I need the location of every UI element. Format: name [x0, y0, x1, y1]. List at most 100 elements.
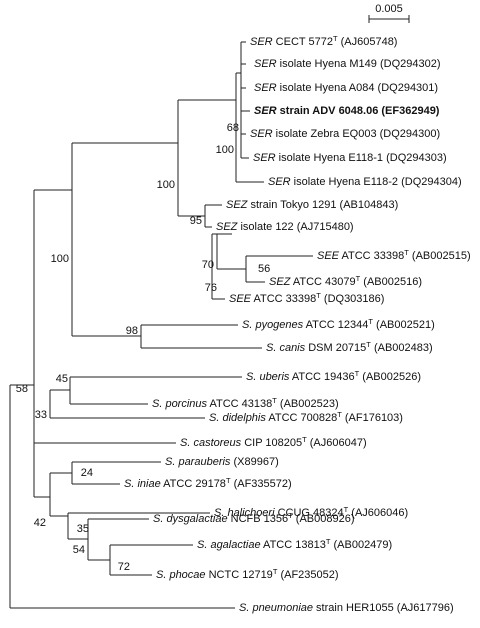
taxon-species: S. pneumoniae	[239, 602, 313, 614]
bootstrap-value: 100	[51, 253, 69, 265]
taxon-accession: (AB002483)	[371, 342, 433, 354]
taxon-species: SEZ	[226, 199, 249, 211]
taxon-species: S. halichoeri	[214, 507, 275, 519]
taxon-accession: (DQ294302)	[377, 58, 441, 70]
taxon-strain: NCFB 1356	[228, 513, 289, 525]
taxon-label: SER CECT 5772T (AJ605748)	[250, 34, 397, 48]
bootstrap-value: 42	[34, 517, 46, 529]
taxon-label: SER strain ADV 6048.06 (EF362949)	[254, 105, 440, 117]
taxon-strain: isolate Hyena E118-2	[291, 176, 398, 188]
taxon-strain: ATCC 43079	[290, 276, 355, 288]
type-strain-marker: T	[316, 291, 321, 300]
taxon-accession: (DQ294304)	[398, 176, 462, 188]
taxon-species: SER	[250, 36, 273, 48]
taxon-species: SER	[254, 58, 277, 70]
taxon-species: SER	[268, 176, 291, 188]
tree-branches	[9, 41, 313, 609]
taxon-accession: (AB002516)	[360, 276, 422, 288]
taxon-accession: (DQ294303)	[383, 152, 447, 164]
taxon-strain: ATCC 700828	[266, 412, 337, 424]
taxon-label: S. parauberis (X89967)	[165, 456, 279, 468]
taxon-strain: isolate 122	[237, 221, 293, 233]
type-strain-marker: T	[273, 567, 278, 576]
taxon-accession: (AF235052)	[277, 569, 338, 581]
taxon-strain: CIP 108205	[241, 437, 302, 449]
bootstrap-value: 76	[205, 282, 217, 294]
bootstrap-value: 100	[216, 144, 234, 156]
taxon-label: SEE ATCC 33398T (DQ303186)	[229, 291, 384, 305]
taxon-label: S. phocae NCTC 12719T (AF235052)	[156, 567, 339, 581]
taxon-strain: DSM 20715	[305, 342, 366, 354]
taxon-label: S. uberis ATCC 19436T (AB002526)	[246, 369, 421, 383]
taxon-label: S. didelphis ATCC 700828T (AF176103)	[209, 410, 403, 424]
taxon-strain: isolate Zebra EQ003	[273, 128, 377, 140]
taxon-strain: ATCC 33398	[339, 250, 404, 262]
taxon-species: S. agalactiae	[197, 539, 261, 551]
taxon-accession: (AF335572)	[231, 478, 292, 490]
taxon-strain: ATCC 43138	[207, 398, 272, 410]
taxon-accession: (EF362949)	[378, 105, 439, 117]
taxon-species: SEE	[229, 293, 252, 305]
taxon-accession: (AJ605748)	[338, 36, 398, 48]
type-strain-marker: T	[326, 537, 331, 546]
taxon-species: S. porcinus	[152, 398, 208, 410]
taxon-labels: SER CECT 5772T (AJ605748) SER isolate Hy…	[124, 34, 471, 614]
taxon-label: S. pyogenes ATCC 12344T (AB002521)	[242, 317, 435, 331]
taxon-label: SER isolate Hyena M149 (DQ294302)	[254, 58, 441, 70]
taxon-accession: (AJ606046)	[348, 507, 408, 519]
taxon-label: S. dysgalactiae NCFB 1356T (AB008926)	[153, 511, 355, 525]
bootstrap-value: 70	[202, 259, 214, 271]
taxon-accession: (AB002523)	[277, 398, 339, 410]
type-strain-marker: T	[226, 476, 231, 485]
bootstrap-value: 72	[118, 561, 130, 573]
taxon-strain: NCTC 12719	[206, 569, 273, 581]
type-strain-marker: T	[366, 340, 371, 349]
taxon-accession: (DQ294301)	[374, 82, 438, 94]
taxon-species: S. uberis	[246, 371, 290, 383]
taxon-accession: (AF176103)	[342, 412, 403, 424]
taxon-strain: ATCC 33398	[251, 293, 316, 305]
taxon-species: SEZ	[269, 276, 292, 288]
type-strain-marker: T	[333, 34, 338, 43]
taxon-species: SER	[250, 128, 273, 140]
taxon-label: S. iniae ATCC 29178T (AF335572)	[124, 476, 292, 490]
taxon-label: SEE ATCC 33398T (AB002515)	[317, 248, 471, 262]
taxon-accession: (AB002479)	[330, 539, 392, 551]
taxon-strain: ATCC 29178	[161, 478, 226, 490]
bootstrap-value: 95	[190, 215, 202, 227]
taxon-strain: CECT 5772	[273, 36, 333, 48]
type-strain-marker: T	[368, 317, 373, 326]
taxon-strain: CCUG 48324	[275, 507, 344, 519]
taxon-species: S. phocae	[156, 569, 206, 581]
taxon-accession: (AB002526)	[359, 371, 421, 383]
taxon-accession: (AB002521)	[373, 319, 435, 331]
type-strain-marker: T	[302, 435, 307, 444]
taxon-strain: ATCC 12344	[303, 319, 368, 331]
taxon-species: S. castoreus	[180, 437, 242, 449]
taxon-species: SER	[254, 105, 277, 117]
taxon-label: S. canis DSM 20715T (AB002483)	[266, 340, 433, 354]
taxon-strain: strain HER1055	[313, 602, 394, 614]
bootstrap-value: 45	[56, 373, 68, 385]
taxon-species: SER	[254, 82, 277, 94]
taxon-species: S. pyogenes	[242, 319, 304, 331]
taxon-accession: (AB008926)	[293, 513, 355, 525]
bootstrap-value: 68	[227, 122, 239, 134]
taxon-accession: (AJ606047)	[307, 437, 367, 449]
type-strain-marker: T	[355, 369, 360, 378]
taxon-label: SER isolate Hyena A084 (DQ294301)	[254, 82, 438, 94]
type-strain-marker: T	[288, 511, 293, 520]
bootstrap-value: 58	[16, 383, 28, 395]
taxon-species: S. dysgalactiae	[153, 513, 228, 525]
taxon-strain: isolate Hyena E118-1	[276, 152, 383, 164]
taxon-accession: (AJ715480)	[294, 221, 354, 233]
type-strain-marker: T	[404, 248, 409, 257]
taxon-label: S. halichoeri CCUG 48324T (AJ606046)	[214, 505, 408, 519]
taxon-species: S. iniae	[124, 478, 161, 490]
bootstrap-value: 56	[258, 263, 270, 275]
taxon-strain: ATCC 13813	[261, 539, 326, 551]
bootstrap-value: 33	[35, 409, 47, 421]
taxon-accession: (AB002515)	[409, 250, 471, 262]
taxon-label: S. castoreus CIP 108205T (AJ606047)	[180, 435, 367, 449]
